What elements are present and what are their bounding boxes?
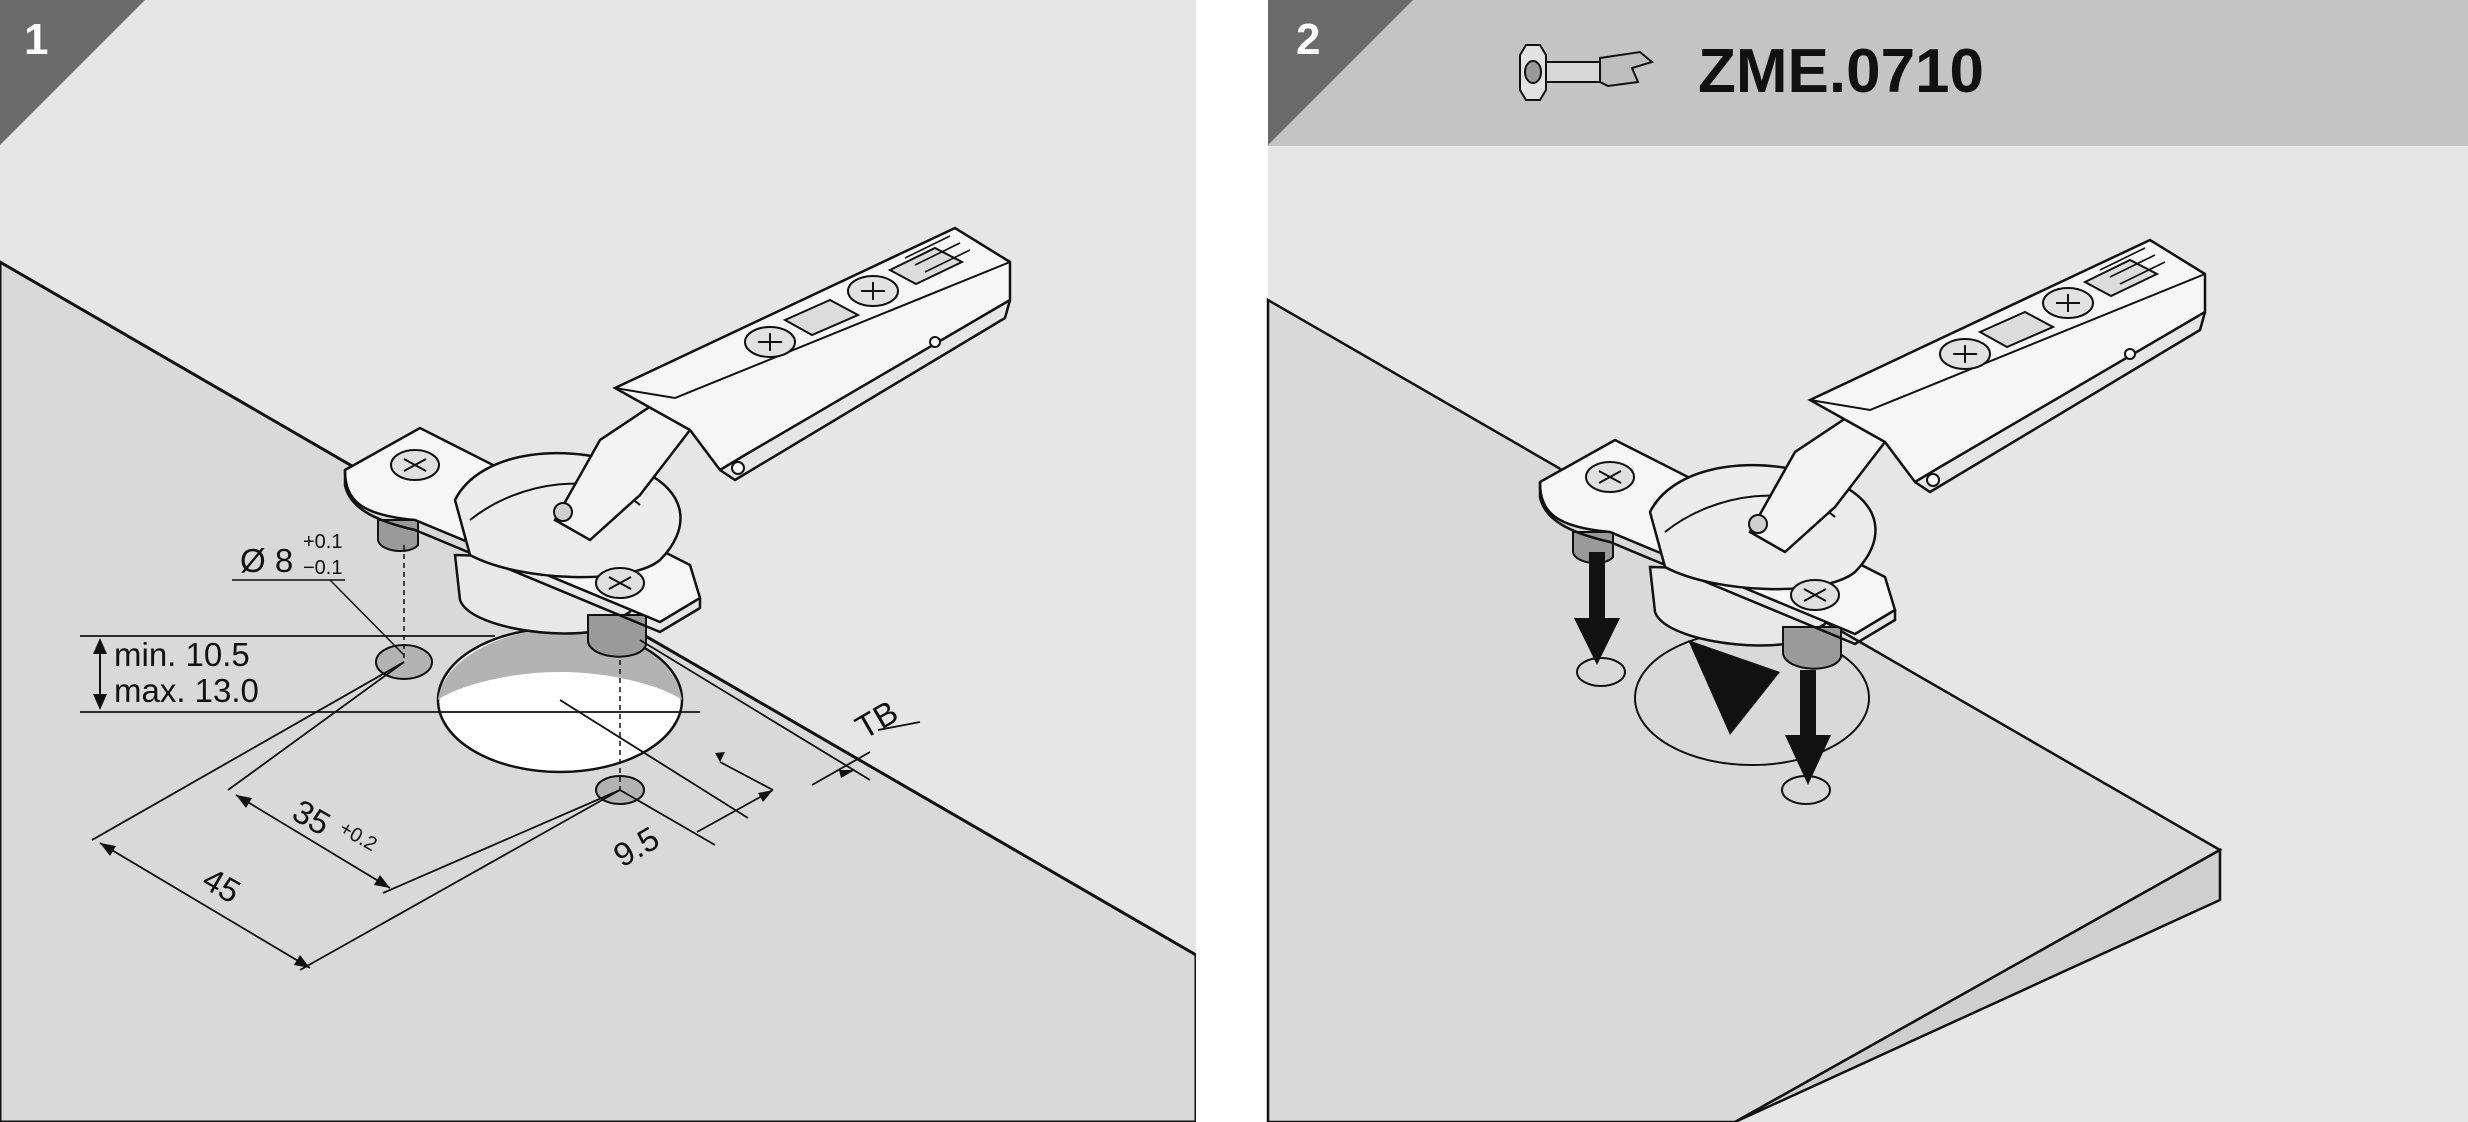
step-badge-1 bbox=[0, 0, 145, 145]
board-front-edge bbox=[1734, 847, 2222, 1122]
panel-step-1: 1 min. 10.5 max. 13.0 Ø 8 +0.1 bbox=[0, 0, 1198, 1122]
dimension-arrows bbox=[100, 752, 855, 968]
step-number-2: 2 bbox=[1296, 15, 1320, 64]
insertion-tool-icon bbox=[1519, 44, 1655, 101]
diameter-callout: Ø 8 +0.1 −0.1 bbox=[232, 531, 405, 656]
panel-step-2: 2 ZME.0710 bbox=[1266, 0, 2468, 1122]
panel-gutter bbox=[1196, 0, 1268, 1122]
panel-2-header-band bbox=[1268, 0, 2468, 146]
step-badge-2 bbox=[1268, 0, 1413, 145]
step-number-1: 1 bbox=[24, 15, 48, 64]
arrow-down-icon bbox=[1574, 552, 1831, 785]
diameter-tol-lower: −0.1 bbox=[303, 557, 342, 579]
dowel-hole-left-2 bbox=[1576, 657, 1626, 687]
diameter-label: Ø 8 bbox=[240, 542, 293, 579]
diameter-tol-upper: +0.1 bbox=[303, 531, 342, 553]
depth-dimension: min. 10.5 max. 13.0 bbox=[80, 635, 700, 713]
depth-min-label: min. 10.5 bbox=[114, 636, 250, 673]
tool-code-label: ZME.0710 bbox=[1698, 37, 1984, 106]
depth-max-label: max. 13.0 bbox=[114, 672, 259, 709]
